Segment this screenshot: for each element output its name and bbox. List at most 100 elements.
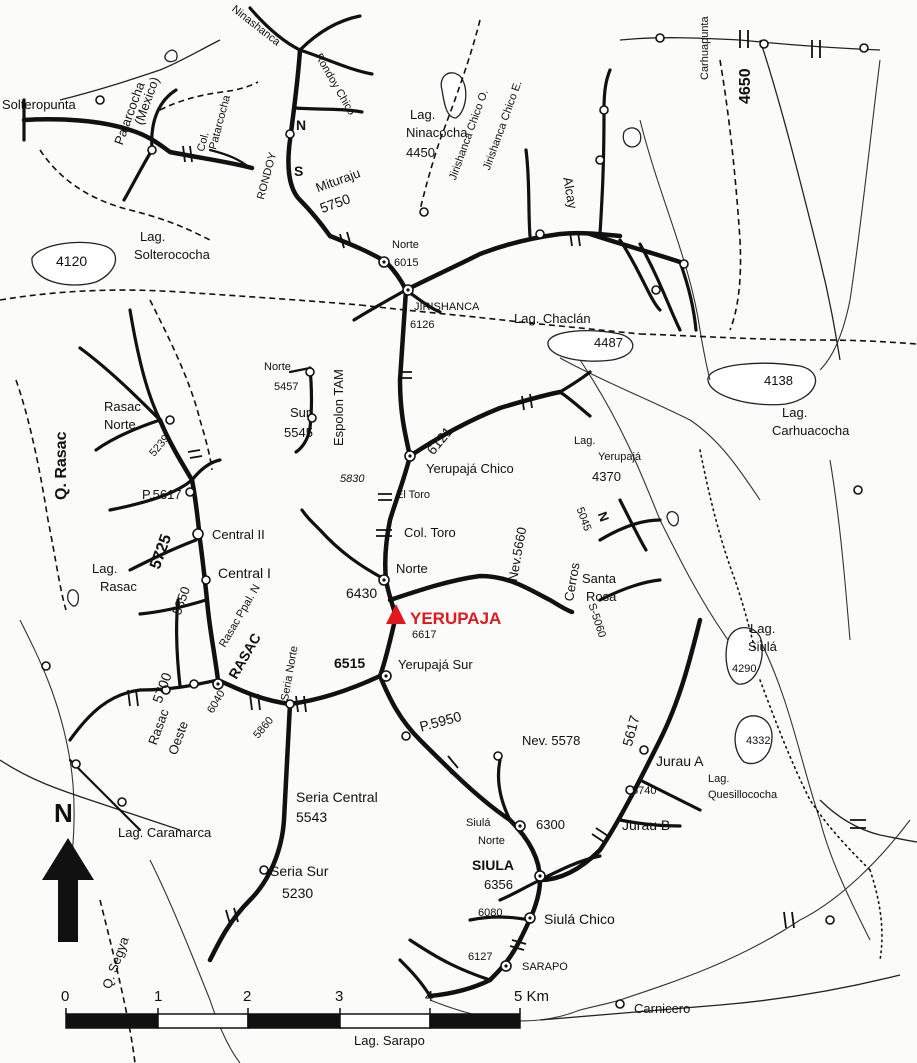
label-lag-quesillococha-2: Quesillococha (708, 789, 778, 801)
lake-siula (725, 627, 763, 685)
label-santa: Santa (582, 571, 616, 586)
label-solteropunta: Solteropunta (2, 97, 76, 112)
label-rondoy-n: N (296, 117, 307, 133)
label-ninacocha-alt: 4450 (406, 145, 435, 160)
pass-markers (127, 30, 866, 951)
label-lag-caramarca: Lag. Caramarca (118, 825, 212, 840)
label-lag-siula-2: Siulá (748, 639, 777, 654)
label-alt-4487: 4487 (594, 335, 623, 350)
label-alt-4138: 4138 (764, 373, 793, 388)
scale-tick-5: 5 Km (514, 988, 550, 1005)
label-el-toro: El Toro (396, 489, 431, 501)
lake-ninacocha (440, 72, 467, 119)
lakes (31, 49, 817, 765)
lake-yerupaja-small (666, 511, 679, 527)
scale-bar (65, 1008, 521, 1029)
label-lake-4120: 4120 (56, 253, 88, 269)
label-alt-4332: 4332 (746, 735, 771, 747)
label-alt-6015: 6015 (394, 257, 419, 269)
label-siula-norte-1: Siulá (466, 817, 491, 829)
label-seria-sur: Seria Sur (270, 863, 329, 879)
label-alt-5740: 5740 (632, 785, 657, 797)
label-alt-6300: 6300 (536, 817, 565, 832)
peak-markers (41, 33, 869, 1009)
label-norte-yerupaja: Norte (396, 561, 428, 576)
label-alt-4290: 4290 (732, 663, 757, 675)
label-alt-4370: 4370 (592, 469, 621, 484)
label-alt-6356: 6356 (484, 877, 513, 892)
label-seria-central: Seria Central (296, 789, 378, 805)
label-espolon-tam: Espolon TAM (331, 369, 346, 446)
label-central-ii: Central II (212, 527, 265, 542)
label-sarapo: SARAPO (522, 961, 568, 973)
lake-carhuacocha (707, 362, 817, 406)
scale-tick-1: 1 (154, 988, 163, 1005)
label-central-i: Central I (218, 565, 271, 581)
label-q-rasac: Q. Rasac (53, 431, 70, 500)
label-carhuapunta: Carhuapunta (699, 16, 711, 80)
label-siula-chico: Siulá Chico (544, 911, 615, 927)
lake-patarcocha-small (164, 49, 178, 63)
label-siula: SIULA (472, 857, 514, 873)
lake-rasac (67, 589, 80, 607)
label-rondoy-s: S (294, 163, 304, 179)
ridge-rondoy (286, 47, 333, 239)
label-alt-5830: 5830 (340, 473, 365, 485)
scale-tick-4: 4 (425, 988, 434, 1005)
label-ninacocha: Ninacocha (406, 125, 468, 140)
label-lag-ninacocha: Lag. (410, 107, 436, 122)
label-rasac-norte-2: Norte (104, 417, 136, 432)
label-jirishanca: JIRISHANCA (414, 301, 480, 313)
label-p5617: P.5617 (142, 487, 182, 502)
label-yerupaja-chico: Yerupajá Chico (426, 461, 514, 476)
label-alt-5543: 5543 (296, 809, 328, 825)
label-alt-5545: 5545 (284, 425, 313, 440)
ridge-rasac (157, 417, 221, 683)
label-alt-5457: 5457 (274, 381, 299, 393)
streams (19, 59, 911, 1063)
label-lag-quesillococha-1: Lag. (708, 773, 730, 785)
label-jurau-a: Jurau A (656, 753, 704, 769)
north-arrow-icon (42, 838, 94, 942)
label-lag-carhuacocha-1: Lag. (782, 405, 808, 420)
scale-tick-0: 0 (61, 988, 70, 1005)
label-lag-yerupaja-2: Yerupajá (598, 451, 642, 463)
label-lag-yerupaja-1: Lag. (574, 435, 596, 447)
yerupaja-summit-marker (386, 604, 406, 624)
label-north-arrow: N (54, 798, 73, 828)
label-alt-6617: 6617 (412, 629, 437, 641)
scale-tick-2: 2 (243, 988, 252, 1005)
label-norte-6015: Norte (392, 239, 419, 251)
label-rasac-norte-1: Rasac (104, 399, 141, 414)
lake-chaclan (547, 330, 634, 362)
label-alt-6127: 6127 (468, 951, 493, 963)
label-yerupaja: YERUPAJA (410, 609, 502, 628)
label-nev-5578: Nev. 5578 (522, 733, 581, 748)
label-lag-solterococha: Lag. (140, 229, 166, 244)
lake-carhuapunta-small (622, 127, 642, 148)
label-alt-6430: 6430 (346, 585, 378, 601)
label-alt-6080: 6080 (478, 907, 503, 919)
lake-solterococha (31, 241, 117, 286)
label-alt-6126: 6126 (410, 319, 435, 331)
label-alt-5230: 5230 (282, 885, 314, 901)
label-yerupaja-sur: Yerupajá Sur (398, 657, 473, 672)
label-tam-sur: Sur (290, 405, 311, 420)
trails (0, 19, 917, 1063)
label-rosa: Rosa (586, 589, 617, 604)
roads (0, 37, 917, 1021)
label-pass-4650: 4650 (737, 68, 754, 104)
label-lag-sarapo: Lag. Sarapo (354, 1033, 425, 1048)
label-tam-norte: Norte (264, 361, 291, 373)
label-lag-carhuacocha-2: Carhuacocha (772, 423, 850, 438)
label-carnicero: Carnicero (634, 1001, 691, 1016)
scale-tick-3: 3 (335, 988, 344, 1005)
label-jurau-b: Jurau B (622, 817, 671, 833)
label-siula-norte-2: Norte (478, 835, 505, 847)
label-lag-rasac-2: Rasac (100, 579, 137, 594)
label-lag-rasac-1: Lag. (92, 561, 118, 576)
label-lag-siula-1: Lag. (750, 621, 776, 636)
label-solterococha: Solterococha (134, 247, 210, 262)
